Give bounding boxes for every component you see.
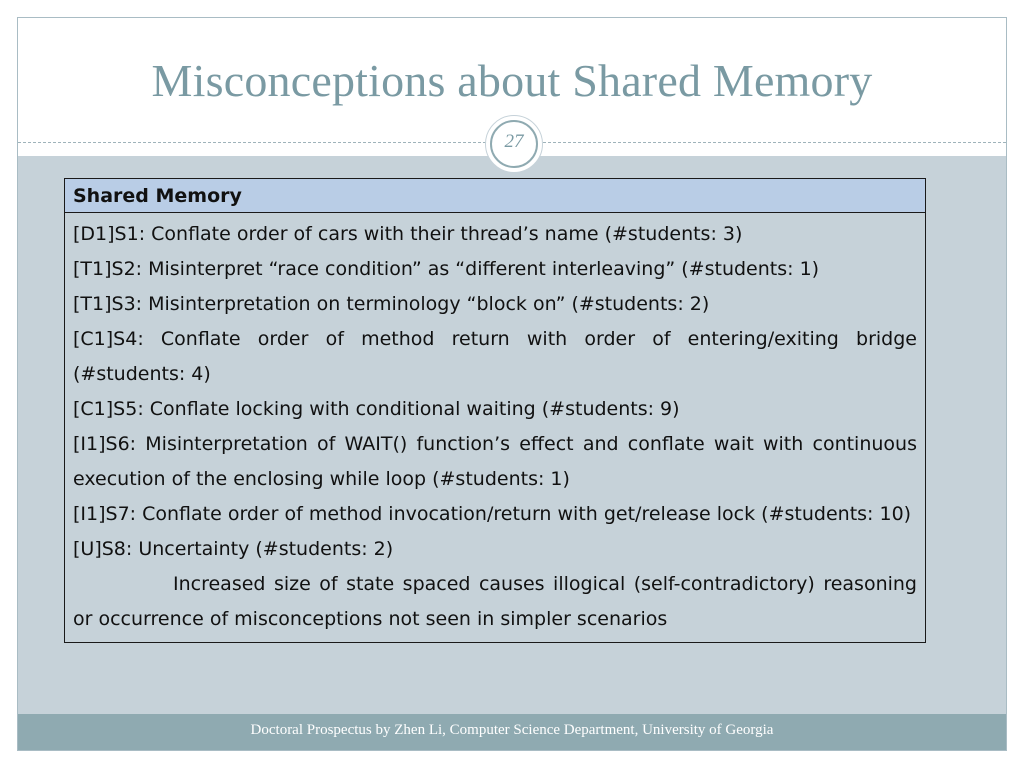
slide-title: Misconceptions about Shared Memory (151, 55, 873, 106)
table-note: Increased size of state spaced causes il… (73, 573, 917, 630)
table-row: [U]S8: Uncertainty (#students: 2) (73, 538, 394, 560)
table-row: [D1]S1: Conflate order of cars with thei… (73, 223, 743, 245)
slide-number-badge: 27 (485, 115, 543, 173)
table-body: [D1]S1: Conflate order of cars with thei… (65, 213, 925, 642)
footer-text: Doctoral Prospectus by Zhen Li, Computer… (250, 722, 774, 738)
table-row: [I1]S6: Misinterpretation of WAIT() func… (73, 433, 917, 490)
table-header: Shared Memory (65, 179, 925, 213)
table-row: [T1]S2: Misinterpret “race condition” as… (73, 258, 820, 280)
slide-number: 27 (490, 120, 538, 168)
table-row: [C1]S4: Conflate order of method return … (73, 328, 917, 385)
table-row: [C1]S5: Conflate locking with conditiona… (73, 398, 680, 420)
footer-bar: Doctoral Prospectus by Zhen Li, Computer… (18, 714, 1006, 750)
shared-memory-table: Shared Memory [D1]S1: Conflate order of … (64, 178, 926, 643)
table-row: [T1]S3: Misinterpretation on terminology… (73, 293, 710, 315)
table-row: [I1]S7: Conflate order of method invocat… (73, 503, 912, 525)
